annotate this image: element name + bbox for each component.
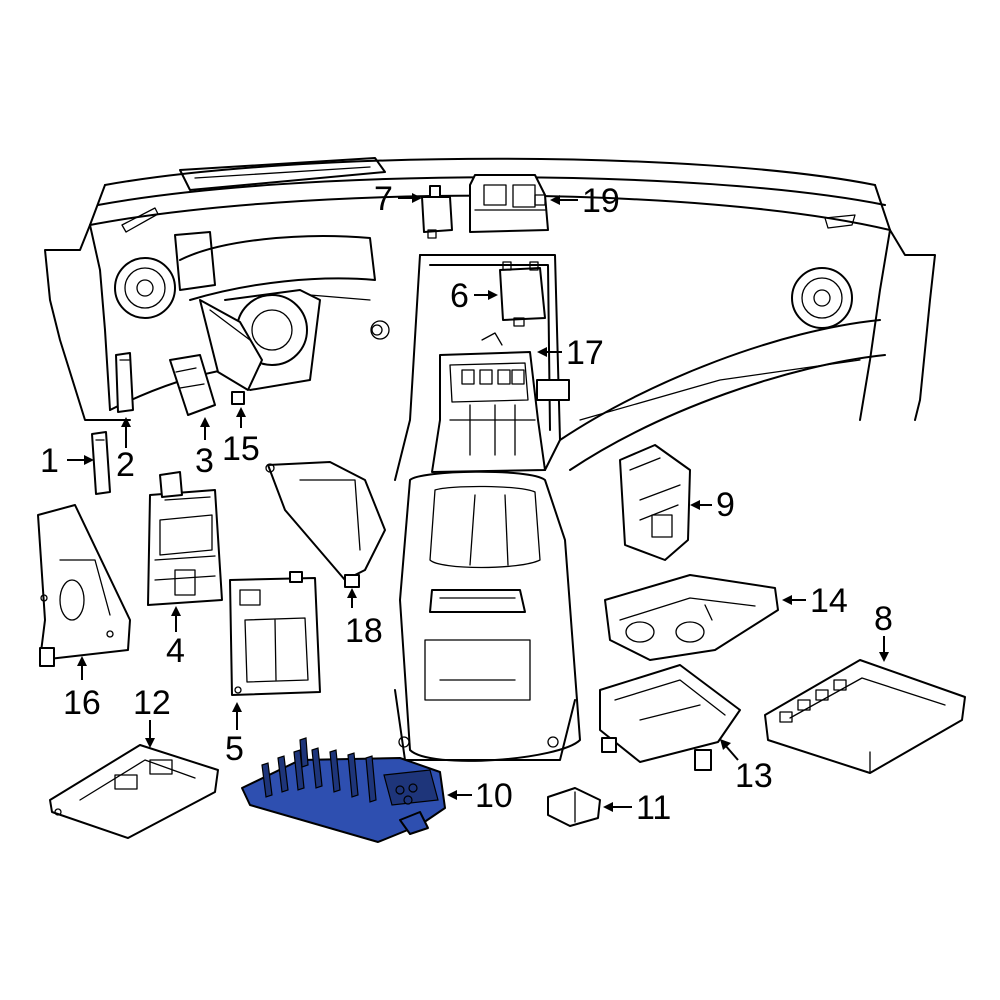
callout-label-9: 9 xyxy=(716,486,735,524)
callout-label-4: 4 xyxy=(166,632,185,670)
callout-label-6: 6 xyxy=(450,277,469,315)
callout-label-14: 14 xyxy=(810,582,848,620)
part-15-bracket[interactable] xyxy=(199,299,263,405)
callout-label-10: 10 xyxy=(475,777,513,815)
part-5-module[interactable] xyxy=(229,571,321,696)
part-6-module[interactable] xyxy=(499,261,546,327)
part-1-sensor[interactable] xyxy=(91,431,111,495)
callout-13: 13 xyxy=(720,739,773,795)
callout-label-19: 19 xyxy=(582,182,620,220)
callout-label-15: 15 xyxy=(222,430,260,468)
part-19-bracket-module[interactable] xyxy=(469,174,549,233)
callout-18: 18 xyxy=(345,588,383,650)
part-16-bracket[interactable] xyxy=(37,504,131,667)
callout-2: 2 xyxy=(116,417,135,484)
part-14-module[interactable] xyxy=(604,574,779,661)
callout-label-17: 17 xyxy=(566,334,604,372)
part-17-relay-box[interactable] xyxy=(431,332,570,473)
callout-label-8: 8 xyxy=(874,600,893,638)
callout-label-3: 3 xyxy=(195,442,214,480)
callout-19: 19 xyxy=(550,182,620,220)
callout-label-5: 5 xyxy=(225,730,244,768)
part-2-switch-panel[interactable] xyxy=(115,352,134,413)
callout-6: 6 xyxy=(450,277,498,315)
callout-5: 5 xyxy=(225,702,244,768)
callout-7: 7 xyxy=(374,180,422,218)
callout-17: 17 xyxy=(537,334,604,372)
callout-label-16: 16 xyxy=(63,684,101,722)
dashboard-assembly xyxy=(44,157,936,762)
part-11-connector[interactable] xyxy=(547,787,601,827)
callout-label-1: 1 xyxy=(40,442,59,480)
part-10-highlighted-module[interactable] xyxy=(241,737,446,843)
part-9-module[interactable] xyxy=(619,444,691,561)
callout-9: 9 xyxy=(690,486,735,524)
callout-label-18: 18 xyxy=(345,612,383,650)
callout-8: 8 xyxy=(874,600,893,662)
callout-label-7: 7 xyxy=(374,180,393,218)
callout-14: 14 xyxy=(782,582,848,620)
callout-3: 3 xyxy=(195,417,214,480)
part-8-module[interactable] xyxy=(764,659,966,774)
part-13-module[interactable] xyxy=(599,664,741,771)
callout-15: 15 xyxy=(222,407,260,468)
part-3-switch[interactable] xyxy=(169,354,216,416)
callout-label-12: 12 xyxy=(133,684,171,722)
callout-16: 16 xyxy=(63,656,101,722)
callout-1: 1 xyxy=(40,442,94,480)
callout-12: 12 xyxy=(133,684,171,748)
callouts: 1 2 3 15 4 16 xyxy=(40,180,893,827)
callout-label-11: 11 xyxy=(636,789,671,827)
callout-label-13: 13 xyxy=(735,757,773,795)
part-7-module[interactable] xyxy=(421,185,453,239)
part-18-bracket[interactable] xyxy=(265,461,386,588)
callout-4: 4 xyxy=(166,606,185,670)
part-12-module[interactable] xyxy=(49,744,219,839)
callout-10: 10 xyxy=(447,777,513,815)
part-4-module[interactable] xyxy=(147,471,223,606)
callout-11: 11 xyxy=(603,789,671,827)
callout-label-2: 2 xyxy=(116,446,135,484)
